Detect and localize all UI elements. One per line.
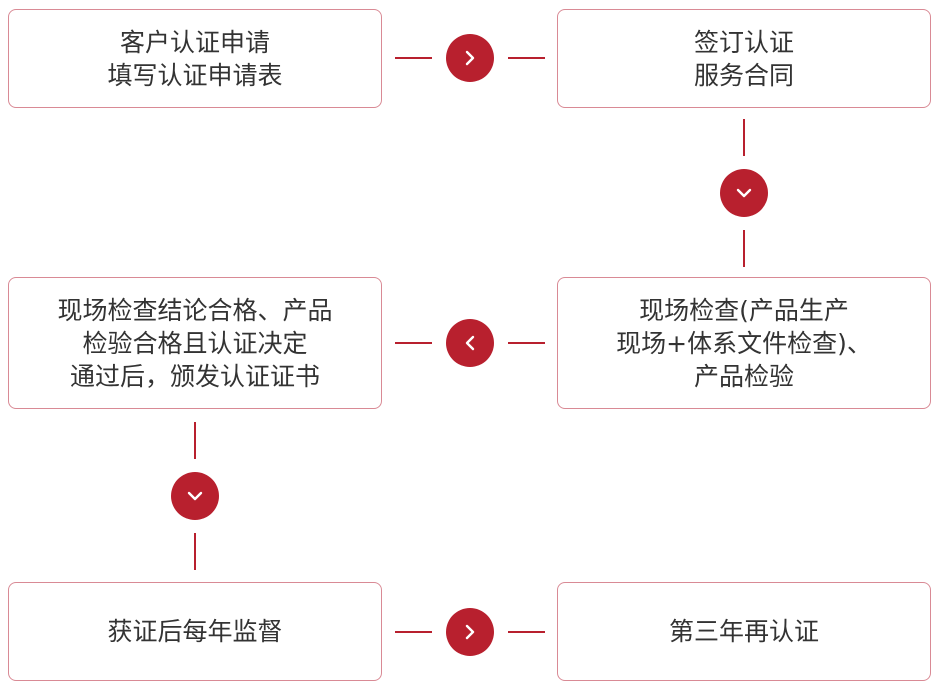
step-line: 填写认证申请表 bbox=[107, 60, 283, 90]
step-line: 客户认证申请 bbox=[119, 27, 270, 57]
chevron-left-icon bbox=[465, 335, 475, 351]
step-line: 现场+体系文件检查)、 bbox=[616, 328, 872, 358]
step-text: 客户认证申请 填写认证申请表 bbox=[107, 26, 282, 92]
step-line: 检验合格且认证决定 bbox=[82, 328, 308, 358]
step-text: 签订认证 服务合同 bbox=[694, 26, 794, 92]
connector-line bbox=[508, 631, 545, 633]
step-text: 现场检查结论合格、产品 检验合格且认证决定 通过后，颁发认证证书 bbox=[57, 294, 332, 393]
step-line: 签订认证 bbox=[693, 27, 794, 57]
step-box-apply: 客户认证申请 填写认证申请表 bbox=[8, 9, 382, 108]
connector-line bbox=[508, 342, 545, 344]
chevron-right-icon bbox=[465, 624, 475, 640]
step-line: 产品检验 bbox=[693, 361, 794, 391]
step-line: 通过后，颁发认证证书 bbox=[69, 361, 320, 391]
step-text: 第三年再认证 bbox=[669, 615, 819, 648]
connector-circle bbox=[446, 608, 494, 656]
chevron-down-icon bbox=[187, 491, 203, 501]
connector-circle bbox=[446, 319, 494, 367]
connector-circle bbox=[720, 169, 768, 217]
step-box-inspect: 现场检查(产品生产 现场+体系文件检查)、 产品检验 bbox=[557, 277, 931, 409]
connector-line bbox=[194, 422, 196, 459]
step-text: 现场检查(产品生产 现场+体系文件检查)、 产品检验 bbox=[616, 294, 872, 393]
connector-line bbox=[395, 57, 432, 59]
connector-line bbox=[743, 119, 745, 156]
step-text: 获证后每年监督 bbox=[107, 615, 282, 648]
step-box-supervise: 获证后每年监督 bbox=[8, 582, 382, 681]
connector-circle bbox=[446, 34, 494, 82]
chevron-down-icon bbox=[736, 188, 752, 198]
connector-line bbox=[194, 533, 196, 570]
connector-circle bbox=[171, 472, 219, 520]
connector-line bbox=[395, 631, 432, 633]
connector-line bbox=[743, 230, 745, 267]
step-box-recertify: 第三年再认证 bbox=[557, 582, 931, 681]
chevron-right-icon bbox=[465, 50, 475, 66]
step-line: 现场检查(产品生产 bbox=[639, 295, 849, 325]
step-box-contract: 签订认证 服务合同 bbox=[557, 9, 931, 108]
step-line: 第三年再认证 bbox=[668, 617, 819, 646]
step-box-certify: 现场检查结论合格、产品 检验合格且认证决定 通过后，颁发认证证书 bbox=[8, 277, 382, 409]
connector-line bbox=[508, 57, 545, 59]
step-line: 现场检查结论合格、产品 bbox=[57, 295, 333, 325]
connector-line bbox=[395, 342, 432, 344]
step-line: 服务合同 bbox=[693, 60, 794, 90]
step-line: 获证后每年监督 bbox=[107, 617, 283, 646]
